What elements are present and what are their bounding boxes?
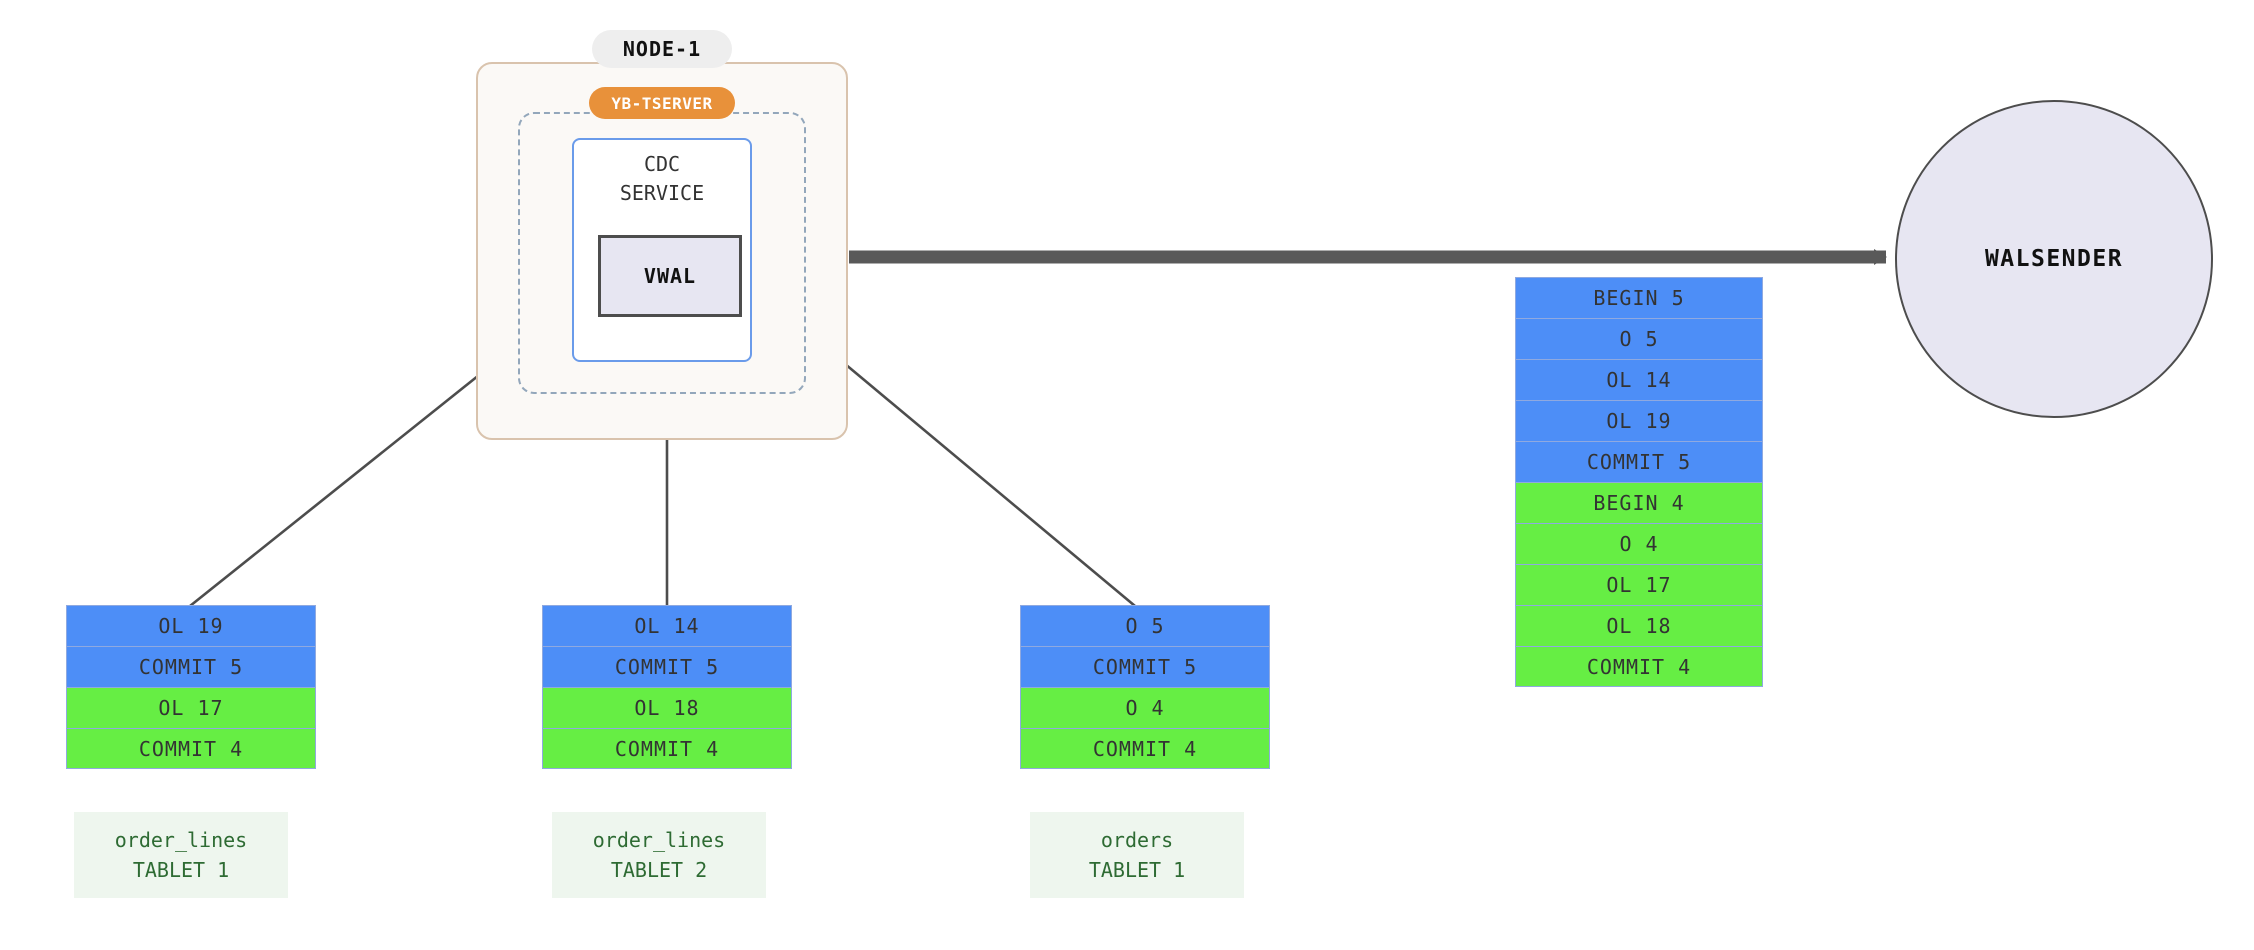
output-stream-record: O 4: [1515, 523, 1763, 564]
node-pill: NODE-1: [592, 30, 732, 68]
walsender-node: WALSENDER: [1895, 100, 2213, 418]
tablet-3-record: O 4: [1020, 687, 1270, 728]
tablet-1-record: COMMIT 4: [66, 728, 316, 769]
output-stream-record: OL 17: [1515, 564, 1763, 605]
tablet-2-record: OL 18: [542, 687, 792, 728]
output-stream-record: OL 19: [1515, 400, 1763, 441]
tablet-1-record: OL 19: [66, 605, 316, 646]
tablet-3-record: COMMIT 5: [1020, 646, 1270, 687]
tablet-2-record: OL 14: [542, 605, 792, 646]
tablet-3-record: COMMIT 4: [1020, 728, 1270, 769]
output-stream-record: BEGIN 4: [1515, 482, 1763, 523]
tablet-2-record: COMMIT 4: [542, 728, 792, 769]
cdc-service-label: CDC SERVICE: [619, 152, 705, 205]
output-stream-record: COMMIT 5: [1515, 441, 1763, 482]
tablet-1-record: COMMIT 5: [66, 646, 316, 687]
output-stream-record: COMMIT 4: [1515, 646, 1763, 687]
output-stream-record: BEGIN 5: [1515, 277, 1763, 318]
output-stream-record: OL 18: [1515, 605, 1763, 646]
tablet-3-record: O 5: [1020, 605, 1270, 646]
tablet-1-record: OL 17: [66, 687, 316, 728]
tablet-1-label: order_lines TABLET 1: [74, 812, 288, 898]
output-stream-record: OL 14: [1515, 359, 1763, 400]
vwal-box: VWAL: [598, 235, 742, 317]
tablet-3-label: orders TABLET 1: [1030, 812, 1244, 898]
yb-tserver-pill: YB-TSERVER: [589, 87, 735, 119]
tablet-2-label: order_lines TABLET 2: [552, 812, 766, 898]
output-stream-record: O 5: [1515, 318, 1763, 359]
tablet-2-record: COMMIT 5: [542, 646, 792, 687]
